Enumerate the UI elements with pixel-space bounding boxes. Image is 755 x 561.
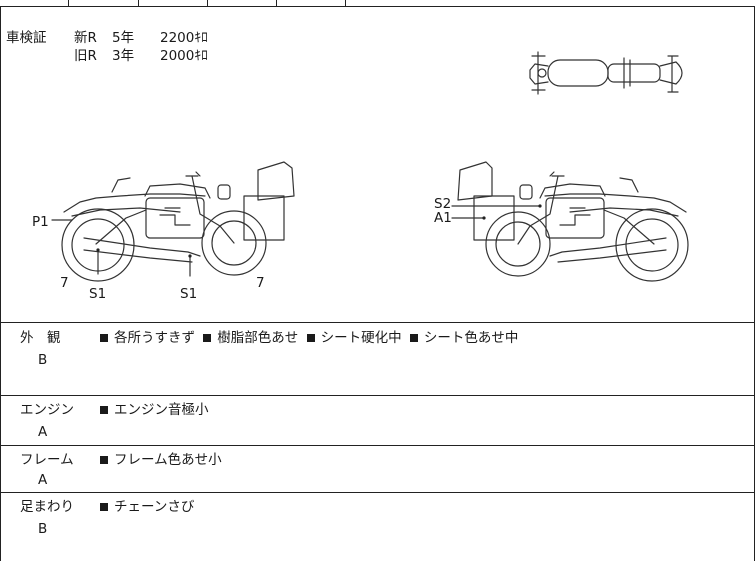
old-mileage: 2000ｷﾛ — [160, 48, 208, 64]
header-divider-3 — [207, 0, 208, 7]
bullet-icon — [409, 333, 418, 342]
row-divider-1 — [0, 395, 755, 396]
condition-items-engine: エンジン音極小 — [100, 402, 213, 418]
bullet-icon — [306, 333, 315, 342]
left-border — [0, 6, 1, 561]
condition-grade-exterior: B — [38, 352, 48, 368]
header-divider-1 — [68, 0, 69, 7]
mark-s1-left: S1 — [89, 286, 107, 302]
bullet-icon — [100, 455, 108, 464]
row-divider-3 — [0, 492, 755, 493]
condition-grade-suspension: B — [38, 521, 48, 537]
condition-grade-engine: A — [38, 424, 48, 440]
top-border — [0, 6, 755, 7]
old-plate: 旧R — [74, 48, 97, 64]
mark-p1: P1 — [32, 214, 49, 230]
bullet-icon — [100, 333, 108, 342]
mark-a1: A1 — [434, 210, 452, 226]
new-plate: 新R — [74, 30, 97, 46]
row-divider-2 — [0, 445, 755, 446]
condition-category-suspension: 足まわり — [20, 499, 74, 515]
condition-items-suspension: チェーンさび — [100, 499, 198, 515]
header-divider-4 — [276, 0, 277, 7]
mark-s1-right: S1 — [180, 286, 198, 302]
old-years: 3年 — [112, 48, 135, 64]
bullet-icon — [100, 405, 108, 414]
top-view-bike-icon — [529, 51, 683, 95]
bullet-icon — [203, 333, 212, 342]
mark-7-left: 7 — [60, 275, 69, 291]
condition-category-exterior: 外 観 — [20, 330, 61, 346]
motorcycle-diagram — [51, 51, 689, 282]
header-divider-5 — [345, 0, 346, 7]
mark-7-right: 7 — [256, 275, 265, 291]
new-mileage: 2200ｷﾛ — [160, 30, 208, 46]
bullet-icon — [100, 502, 108, 511]
condition-items-exterior: 各所うすきず 樹脂部色あせ シート硬化中 シート色あせ中 — [100, 330, 522, 346]
new-years: 5年 — [112, 30, 135, 46]
right-side-bike-icon — [457, 161, 689, 282]
mark-s2: S2 — [434, 196, 452, 212]
diagram-bottom-border — [0, 322, 755, 323]
condition-items-frame: フレーム色あせ小 — [100, 452, 226, 468]
condition-grade-frame: A — [38, 472, 48, 488]
inspection-label: 車検証 — [6, 30, 47, 46]
left-side-bike-icon — [61, 161, 295, 282]
header-divider-2 — [138, 0, 139, 7]
condition-category-frame: フレーム — [20, 452, 74, 468]
condition-category-engine: エンジン — [20, 402, 74, 418]
